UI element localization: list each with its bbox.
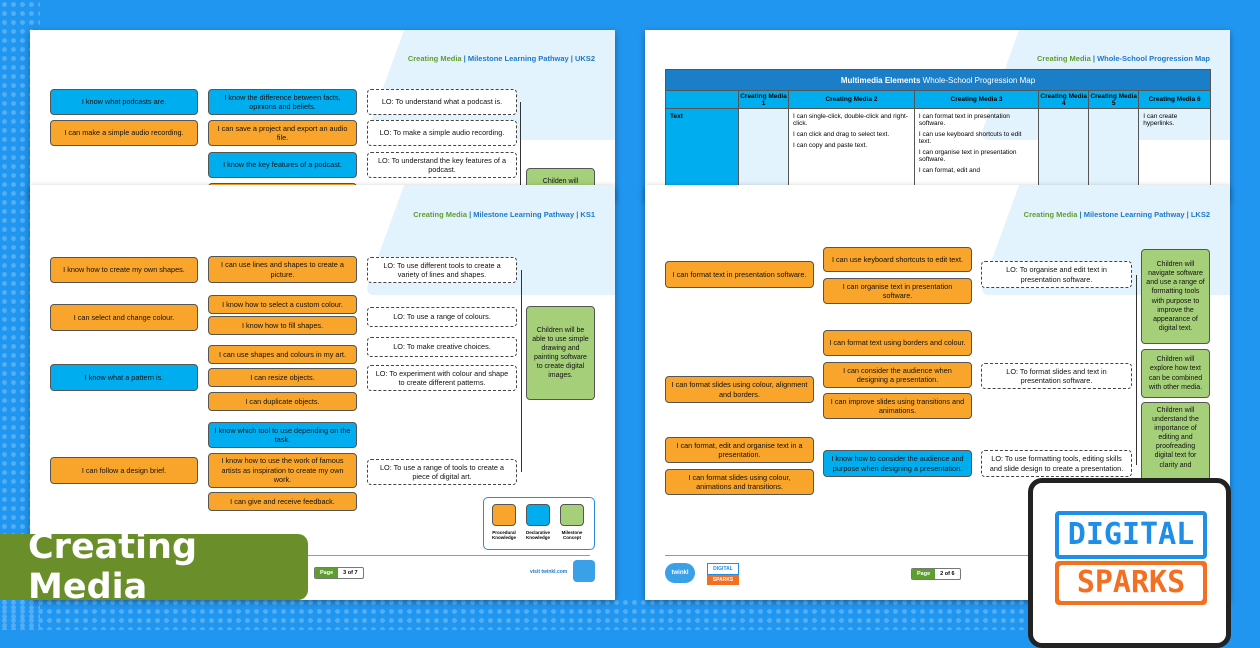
procedural-box: I know how to use the work of famous art… [208,453,357,488]
procedural-box: I can make a simple audio recording. [50,120,198,146]
procedural-box: I know how to create my own shapes. [50,257,198,283]
lo-box: LO: To use different tools to create a v… [367,257,517,283]
lo-box: LO: To experiment with colour and shape … [367,365,517,391]
twinkl-link[interactable]: visit twinkl.com [530,569,568,575]
procedural-box: I can resize objects. [208,368,357,387]
procedural-box: I can follow a design brief. [50,457,198,484]
page-header: Creating Media | Milestone Learning Path… [1023,210,1210,219]
page-header: Creating Media | Milestone Learning Path… [407,54,595,63]
procedural-box: I know how to select a custom colour. [208,295,357,314]
twinkl-logo: twinkl [665,563,695,583]
page-uks2-preview: Creating Media | Milestone Learning Path… [30,30,615,200]
page-progression-map: Creating Media | Whole-School Progressio… [645,30,1230,200]
procedural-box: I can organise text in presentation soft… [823,278,972,304]
twinkl-badge-icon [573,560,595,582]
procedural-box: I can format slides using colour, alignm… [665,376,814,403]
dot-pattern-bottom [0,598,1030,630]
milestone-box: Children will explore how text can be co… [1141,349,1210,398]
legend-swatch-declarative [526,504,550,526]
procedural-box: I can format text in presentation softwa… [665,261,814,288]
procedural-box: I know how to fill shapes. [208,316,357,335]
procedural-box: I can give and receive feedback. [208,492,357,511]
milestone-box: Children will navigate software and use … [1141,249,1210,344]
legend: Procedural Knowledge Declarative Knowled… [483,497,595,550]
page-header: Creating Media | Whole-School Progressio… [1037,54,1210,63]
declarative-box: I know what podcasts are. [50,89,198,115]
procedural-box: I can consider the audience when designi… [823,362,972,388]
lo-box: LO: To use a range of colours. [367,307,517,327]
lo-box: LO: To organise and edit text in present… [981,261,1132,288]
procedural-box: I can use lines and shapes to create a p… [208,256,357,283]
legend-swatch-milestone [560,504,584,526]
declarative-box: I know the key features of a podcast. [208,152,357,178]
lo-box: LO: To make a simple audio recording. [367,120,517,146]
procedural-box: I can duplicate objects. [208,392,357,411]
page-ks1: Creating Media | Milestone Learning Path… [30,185,615,600]
procedural-box: I can use keyboard shortcuts to edit tex… [823,247,972,272]
procedural-box: I can format text using borders and colo… [823,330,972,356]
banner-title: Creating Media [28,527,198,607]
procedural-box: I can format, edit and organise text in … [665,437,814,463]
legend-label: Procedural Knowledge [491,530,516,540]
legend-label: Milestone Concept [561,530,583,540]
legend-swatch-procedural [492,504,516,526]
lo-box: LO: To understand the key features of a … [367,152,517,178]
declarative-box: I know which tool to use depending on th… [208,422,357,448]
declarative-box: I know the difference between facts, opi… [208,89,357,115]
page-header: Creating Media | Milestone Learning Path… [413,210,595,219]
lo-box: LO: To use formatting tools, editing ski… [981,450,1132,477]
digital-sparks-card: DIGITAL SPARKS [1028,478,1231,648]
procedural-box: I can improve slides using transitions a… [823,393,972,419]
procedural-box: I can select and change colour. [50,304,198,331]
lo-box: LO: To understand what a podcast is. [367,89,517,115]
digital-sparks-logo: DIGITAL SPARKS [1055,511,1207,605]
legend-label: Declarative Knowledge [525,530,551,540]
procedural-box: I can save a project and export an audio… [208,120,357,146]
progression-table: Multimedia Elements Whole-School Progres… [665,69,1211,199]
declarative-box: I know what a pattern is. [50,364,198,391]
lo-box: LO: To format slides and text in present… [981,363,1132,389]
procedural-box: I can format slides using colour, animat… [665,469,814,495]
lo-box: LO: To use a range of tools to create a … [367,459,517,485]
procedural-box: I can use shapes and colours in my art. [208,345,357,364]
milestone-box: Children will be able to use simple draw… [526,306,595,400]
declarative-box: I know how to consider the audience and … [823,450,972,477]
title-banner: Creating Media [0,527,308,607]
lo-box: LO: To make creative choices. [367,337,517,357]
milestone-box: Children will understand the importance … [1141,402,1210,492]
